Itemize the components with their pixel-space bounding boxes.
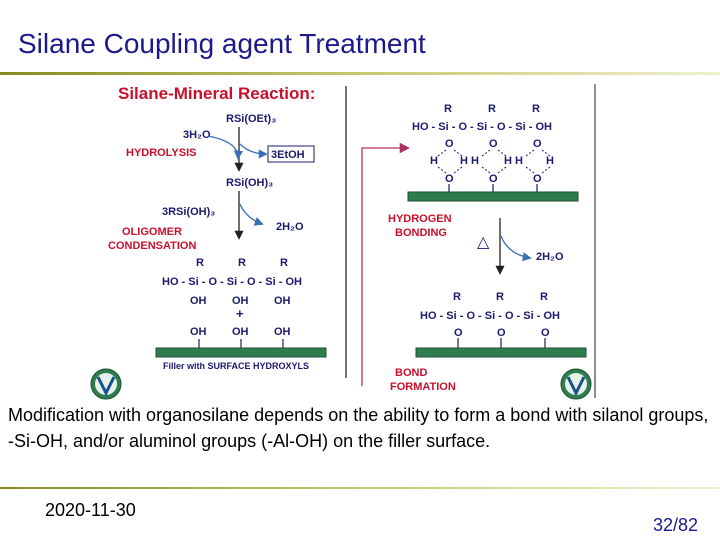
r-group: R (488, 103, 496, 115)
etoh-label: 3EtOH (271, 149, 305, 161)
oxygen: O (533, 138, 542, 150)
hydrogen-bonding-label-1: HYDROGEN (388, 213, 452, 225)
r-group: R (280, 257, 288, 269)
surface-oxygen: O (533, 173, 542, 185)
r-group: R (196, 257, 204, 269)
rsioh3-label: RSi(OH)₃ (226, 177, 273, 189)
surface-hydroxyl: OH (274, 326, 291, 338)
ethanol-box (267, 145, 315, 163)
siloxane-chain-hbond: HO - Si - O - Si - O - Si - OH (412, 121, 552, 133)
siloxane-chain-bonded: HO - Si - O - Si - O - Si - OH (420, 310, 560, 322)
surface-hydroxyl: OH (190, 326, 207, 338)
footer-divider (0, 487, 720, 489)
bridging-oxygen: O (454, 327, 463, 339)
oxygen: O (489, 138, 498, 150)
hydrolysis-label: HYDROLYSIS (126, 147, 197, 159)
surface-hydroxyl: OH (232, 326, 249, 338)
oxygen: O (445, 138, 454, 150)
h2o-3-label: 3H₂O (183, 129, 211, 141)
filler-caption: Filler with SURFACE HYDROXYLS (163, 361, 309, 371)
filler-surface-bar (155, 347, 327, 358)
water-out-arrow (239, 203, 264, 226)
hydrogen-bonding-label-2: BONDING (395, 227, 447, 239)
hydrogen: H (430, 155, 438, 167)
bridging-oxygen: O (541, 327, 550, 339)
oligomer-label-1: OLIGOMER (122, 226, 182, 238)
process-link-arrow (361, 142, 411, 386)
siloxane-chain: HO - Si - O - Si - O - Si - OH (162, 276, 302, 288)
rsioet3-label: RSi(OEt)₃ (226, 113, 276, 125)
hydroxyl: OH (232, 295, 249, 307)
oligomer-label-2: CONDENSATION (108, 240, 196, 252)
r-group: R (532, 103, 540, 115)
hydroxyl: OH (190, 295, 207, 307)
bridging-oxygen: O (497, 327, 506, 339)
heat-symbol: △ (477, 234, 490, 251)
company-logo (90, 368, 122, 400)
ethanol-out-arrow (239, 143, 268, 159)
hydrogen-pair: H H (504, 155, 523, 167)
water-in-arrow (207, 135, 243, 160)
h2o-2b-label: 2H₂O (536, 251, 564, 263)
bond-formation-label-2: FORMATION (390, 381, 456, 393)
hydroxyl: OH (274, 295, 291, 307)
hydrogen-bond-lines (437, 149, 551, 174)
filler-surface-bar-bonded (415, 347, 587, 358)
hydrogen: H (546, 155, 554, 167)
r-group: R (444, 103, 452, 115)
plus-sign: + (236, 306, 244, 321)
company-logo (560, 368, 592, 400)
surface-oxygen: O (445, 173, 454, 185)
footer-date: 2020-11-30 (45, 500, 136, 520)
title-divider (0, 72, 720, 75)
filler-surface-bar-hbond (407, 191, 579, 202)
r-group: R (238, 257, 246, 269)
r-group: R (540, 291, 548, 303)
surface-oxygen: O (489, 173, 498, 185)
body-paragraph: Modification with organosilane depends o… (8, 405, 709, 451)
h2o-2-label: 2H₂O (276, 221, 304, 233)
diagram-heading: Silane-Mineral Reaction: (118, 84, 315, 103)
r-group: R (453, 291, 461, 303)
bond-formation-label-1: BOND (395, 367, 427, 379)
hydrogen-pair: H H (460, 155, 479, 167)
r-group: R (496, 291, 504, 303)
slide-title: Silane Coupling agent Treatment (18, 28, 426, 59)
page-number: 32/82 (652, 515, 698, 535)
water-release-arrow (500, 235, 532, 262)
silane-mineral-reaction-diagram: Silane-Mineral Reaction: RSi(OEt)₃ 3H₂O … (90, 84, 596, 400)
rsioh3-3-label: 3RSi(OH)₃ (162, 206, 215, 218)
